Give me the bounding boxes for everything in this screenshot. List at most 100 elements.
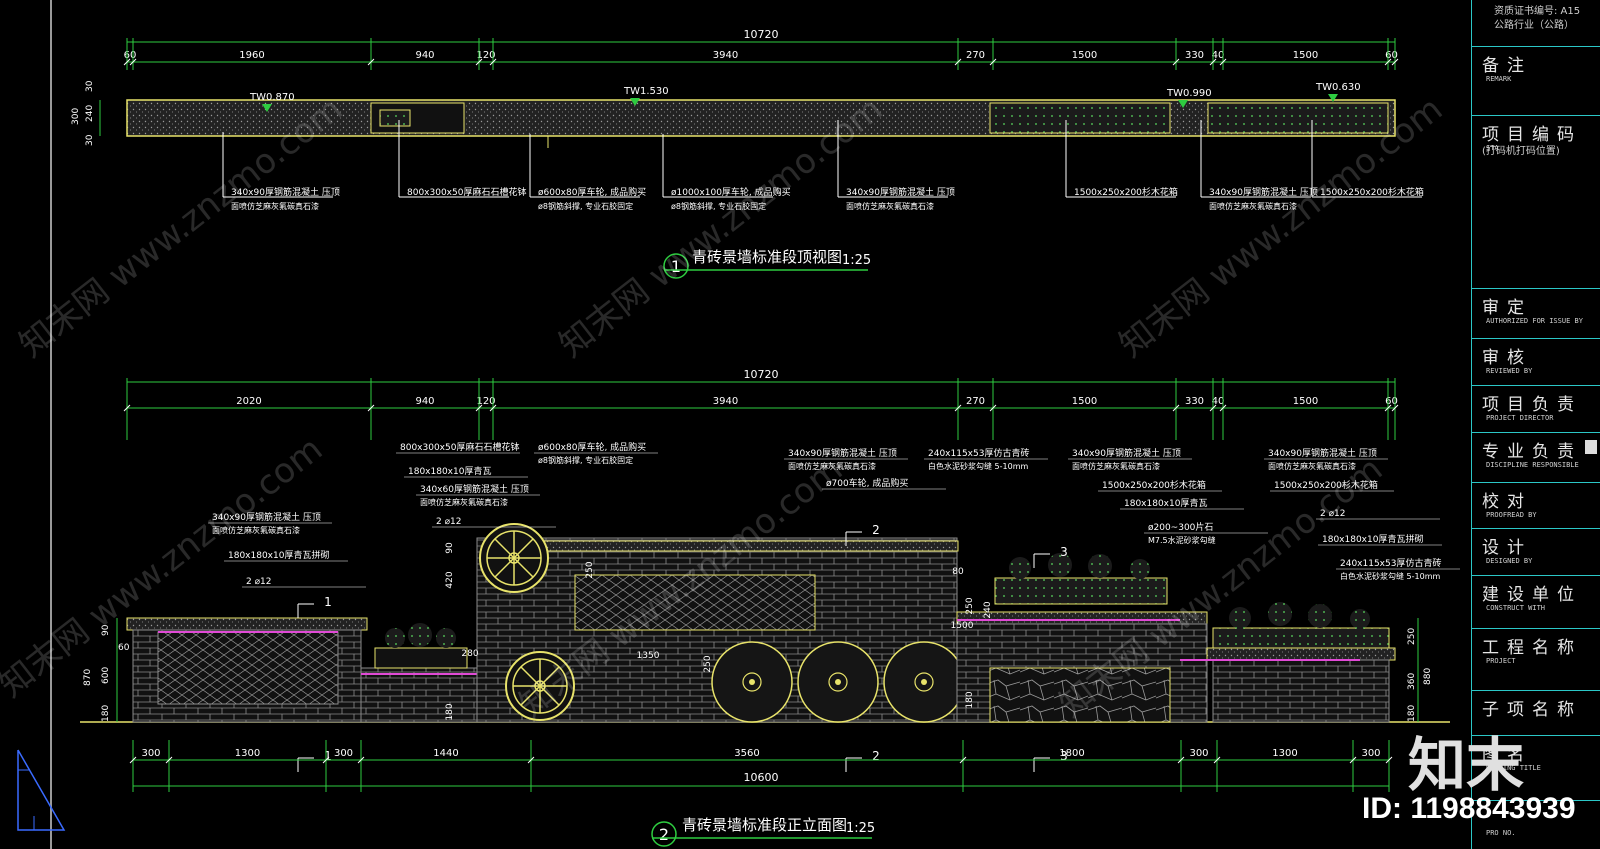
plan-left-dim-total: 300 — [71, 108, 81, 125]
elev-dim-slash — [1391, 404, 1399, 412]
elev-note-6-l1: 2 ⌀12 — [436, 517, 461, 527]
tb-row-english: REVIEWED BY — [1486, 367, 1533, 375]
elev-low-wall — [360, 667, 478, 723]
elev-note-16-l1: 1500x250x200杉木花箱 — [1274, 479, 1378, 491]
plan-dim-ticks — [123, 38, 1399, 70]
elev-bottom-dim-7: 1300 — [1272, 748, 1297, 759]
plan-dim-slash — [954, 58, 962, 66]
elev-inner-dim-10: 180 — [965, 691, 975, 708]
plan-dim-slash — [1209, 58, 1217, 66]
tb-row-label: 子项名称 — [1482, 700, 1582, 720]
elev-right-dim-2: 360 — [1407, 673, 1417, 690]
plan-dim-4: 3940 — [713, 50, 738, 61]
elev-inner-dim-0: 90 — [445, 542, 455, 554]
tb-row-english: DESIGNED BY — [1486, 557, 1533, 565]
tb-row-label: 设计 — [1482, 538, 1532, 558]
plan-note-3-l1: ø1000x100厚车轮, 成品购买 — [671, 186, 791, 198]
tb-row-english: PROJECT — [1486, 657, 1516, 665]
plan-level-3: TW0.990 — [1166, 88, 1212, 99]
elev-note-3-l1: 800x300x50厚麻石石槽花钵 — [400, 441, 519, 453]
elev-title-number-circle — [651, 821, 677, 847]
tb-row-label: 工程名称 — [1482, 638, 1582, 658]
plan-dim-slash — [489, 58, 497, 66]
elev-dim-6: 330 — [1185, 396, 1204, 407]
elev-dim-8: 1500 — [1293, 396, 1318, 407]
plan-dim-5: 270 — [966, 50, 985, 61]
elev-bottom-total: 10600 — [744, 771, 779, 784]
plan-dim-9: 1500 — [1293, 50, 1318, 61]
elev-bottom-dim-2: 300 — [334, 748, 353, 759]
elev-note-13-l1: 180x180x10厚青瓦 — [1124, 497, 1207, 509]
plan-level-marker-icon — [262, 104, 272, 112]
elev-left-coping — [126, 617, 368, 631]
plan-level-4: TW0.630 — [1315, 82, 1361, 93]
elev-right-dim-1: 250 — [1407, 628, 1417, 645]
plan-note-2-l1: ø600x80厚车轮, 成品购买 — [538, 186, 646, 198]
elev-note-8-l2: 面喷仿芝麻灰氟碳真石漆 — [788, 461, 876, 471]
tb-row: PRO NO. — [1472, 800, 1600, 837]
watermark-logo: 知末 — [1408, 731, 1525, 799]
elev-inner-dim-1: 420 — [445, 571, 455, 588]
watermark-id: ID: 1198843939 — [1362, 792, 1576, 825]
plan-dim-slash — [129, 58, 137, 66]
section-mark-4: 3 — [1060, 545, 1068, 559]
elev-shrub-icon — [1268, 602, 1292, 626]
elev-inner-dim-2: 250 — [585, 561, 595, 578]
elev-right-dim-total: 880 — [1423, 668, 1433, 685]
tb-row-label: 项目负责 — [1482, 395, 1582, 415]
scrollbar-thumb[interactable] — [1585, 440, 1597, 454]
plan-note-4-l2: 面喷仿芝麻灰氟碳真石漆 — [846, 201, 934, 211]
elev-left-dim-2: 60 — [118, 643, 130, 653]
elev-inner-dim-4: 1350 — [637, 651, 660, 661]
elev-wood-box-1 — [994, 577, 1168, 605]
elev-note-1-l1: 180x180x10厚青瓦拼砌 — [228, 549, 329, 561]
elev-bottom-dim-8: 300 — [1361, 748, 1380, 759]
elev-left-dim-total: 870 — [83, 669, 93, 686]
elev-stone-planter — [374, 647, 468, 669]
elev-dim-slash — [123, 404, 131, 412]
elev-note-14-l1: ø200~300片石 — [1148, 521, 1213, 533]
elev-note-0-l2: 面喷仿芝麻灰氟碳真石漆 — [212, 525, 300, 535]
elev-bottom-slash — [322, 756, 330, 764]
elev-dim-9: 60 — [1385, 396, 1398, 407]
elev-dim-slash — [475, 404, 483, 412]
elev-wood-box-2 — [1212, 627, 1390, 649]
section-mark-0: 1 — [324, 595, 332, 609]
tb-row-english: CONSTRUCT WITH — [1486, 604, 1546, 612]
elev-dim-4: 270 — [966, 396, 985, 407]
section-mark-3: 2 — [872, 749, 880, 763]
tb-cert-line: 资质证书编号: A15 — [1494, 6, 1581, 17]
plan-title: 青砖景墙标准段顶视图 — [692, 248, 842, 266]
plan-note-7-l1: 1500x250x200杉木花箱 — [1320, 186, 1424, 198]
elev-bottom-slash — [1349, 756, 1357, 764]
plan-notes: 340x90厚钢筋混凝土 压顶面喷仿芝麻灰氟碳真石漆800x300x50厚麻石石… — [222, 120, 1424, 211]
elev-note-15-l2: 面喷仿芝麻灰氟碳真石漆 — [1268, 461, 1356, 471]
plan-dim-8: 40 — [1212, 50, 1225, 61]
elev-note-9-l1: ø700车轮, 成品购买 — [826, 477, 908, 489]
section-mark-2: 2 — [872, 523, 880, 537]
elev-note-0-l1: 340x90厚钢筋混凝土 压顶 — [212, 511, 321, 523]
tb-row-english: DRAWING TITLE — [1486, 764, 1541, 772]
plan-note-5-l1: 1500x250x200杉木花箱 — [1074, 186, 1178, 198]
elev-note-11-l1: 340x90厚钢筋混凝土 压顶 — [1072, 447, 1181, 459]
plan-note-6-l1: 340x90厚钢筋混凝土 压顶 — [1209, 186, 1318, 198]
elev-dim-ticks — [123, 378, 1399, 440]
tb-row-label: 备注 — [1482, 56, 1532, 76]
tb-row-english: AUTHORIZED FOR ISSUE BY — [1486, 317, 1583, 325]
elev-note-19-l2: 白色水泥砂浆勾缝 5-10mm — [1340, 571, 1440, 581]
tb-row-english: REMARK — [1486, 75, 1512, 83]
elev-dim-2: 120 — [476, 396, 495, 407]
elev-scale: 1:25 — [846, 821, 875, 836]
elev-note-12-l1: 1500x250x200杉木花箱 — [1102, 479, 1206, 491]
elev-note-5-l2: 面喷仿芝麻灰氟碳真石漆 — [420, 497, 508, 507]
tb-row-label: 专业负责 — [1482, 442, 1582, 462]
elev-note-14-l2: M7.5水泥砂浆勾缝 — [1148, 535, 1216, 545]
plan-note-4-l1: 340x90厚钢筋混凝土 压顶 — [846, 186, 955, 198]
plan-dim-6: 1500 — [1072, 50, 1097, 61]
